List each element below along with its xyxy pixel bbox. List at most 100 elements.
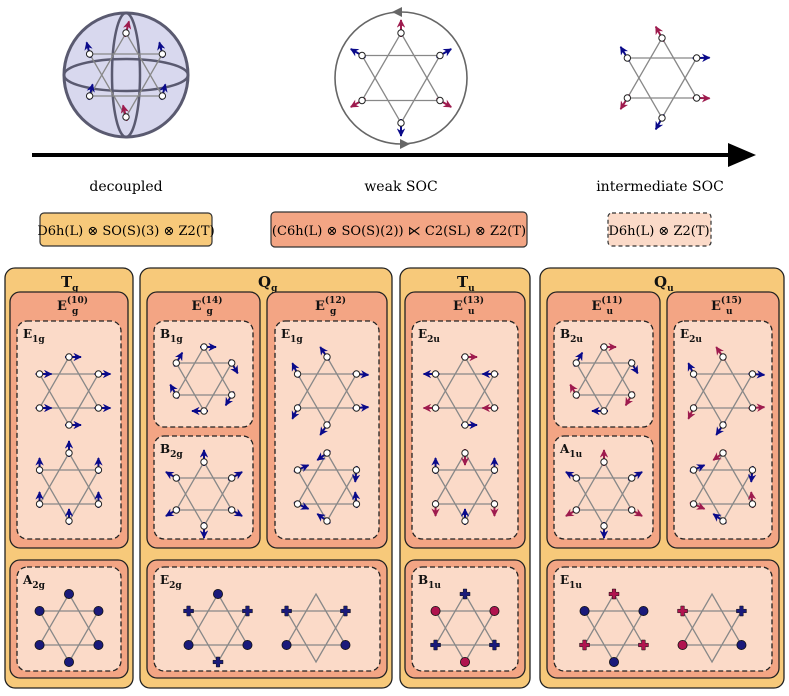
site-marker [36,405,42,411]
site-marker [201,344,207,350]
irrep-title-sub: 2u [570,335,583,345]
site-marker [601,344,607,350]
site-marker [229,475,235,481]
site-marker [66,518,72,524]
irrep-group-title-base: E [315,299,325,314]
site-marker [36,467,42,473]
site-marker [353,501,359,507]
dot-marker-icon [431,606,440,615]
irrep-title-sub: 2u [689,335,702,345]
dot-marker-icon [639,606,648,615]
site-marker [353,405,359,411]
irrep-group-title-base: E [711,299,721,314]
site-marker [123,30,129,36]
symmetry-group-intermediate-text: D6h(L) ⊗ Z2(T) [608,224,709,239]
site-marker [66,422,72,428]
stage-label-weak-soc: weak SOC [364,179,437,195]
site-marker [690,467,696,473]
irrep-title-sub: 1u [569,581,582,591]
site-marker [624,55,630,61]
symmetry-group-intermediate: D6h(L) ⊗ Z2(T) [608,213,711,246]
hexagram-lattice-icon [362,56,440,124]
dot-marker-icon [35,640,44,649]
site-marker [95,501,101,507]
irrep-title-sub: 1g [290,335,303,345]
stage-label-intermediate-soc: intermediate SOC [596,179,724,195]
site-marker [66,450,72,456]
site-marker [624,95,630,101]
site-marker [86,51,92,57]
site-marker [398,30,404,36]
site-marker [693,95,699,101]
irrep-group-title-sup: (11) [601,295,622,306]
irrep-title-base: E [23,327,32,341]
site-marker [173,360,179,366]
irrep-group-title-sub: u [468,307,475,317]
symmetry-group-decoupled: D6h(L) ⊗ SO(S)(3) ⊗ Z2(T) [37,213,214,246]
site-marker [159,93,165,99]
site-marker [324,518,330,524]
site-marker [36,371,42,377]
site-marker [437,97,443,103]
irrep-title-base: E [281,327,290,341]
dot-marker-icon [580,606,589,615]
irrep-box [554,567,772,671]
site-marker [573,507,579,513]
site-marker [462,450,468,456]
site-marker [432,467,438,473]
irrep-title-base: E [160,573,169,587]
site-marker [601,523,607,529]
site-marker [294,371,300,377]
column-title-base: Q [654,273,667,291]
site-marker [659,35,665,41]
site-marker [491,405,497,411]
dot-marker-icon [341,640,350,649]
site-marker [294,501,300,507]
irrep-group-title-sup: (10) [67,295,88,306]
site-marker [324,450,330,456]
weak-soc-lattice [351,20,451,136]
site-marker [294,405,300,411]
site-marker [159,51,165,57]
site-marker [749,371,755,377]
irrep-title-sub: 2g [170,450,183,460]
irrep-title-sub: 2g [169,581,182,591]
site-marker [229,360,235,366]
site-marker [324,422,330,428]
site-marker [324,354,330,360]
irrep-group-title-sub: g [206,307,213,317]
site-marker [601,459,607,465]
irrep-title-base: B [160,442,170,456]
irrep-group-title-sup: (15) [721,295,742,306]
site-marker [353,371,359,377]
site-marker [432,371,438,377]
irrep-group-title-sub: u [606,307,613,317]
dot-marker-icon [490,606,499,615]
site-marker [437,52,443,58]
irrep-title-sub: 1g [170,335,183,345]
intermediate-soc-lattice [621,27,710,130]
site-marker [462,422,468,428]
site-marker [690,501,696,507]
site-marker [432,405,438,411]
site-marker [173,475,179,481]
site-marker [462,354,468,360]
irrep-title-sub: 1u [569,450,582,460]
site-marker [86,93,92,99]
dot-marker-icon [609,657,618,666]
irrep-title-base: E [680,327,689,341]
irrep-group-title-base: E [453,299,463,314]
irrep-title-base: B [160,327,170,341]
dot-marker-icon [213,589,222,598]
site-marker [629,507,635,513]
dot-marker-icon [64,657,73,666]
dot-marker-icon [94,640,103,649]
site-marker [95,371,101,377]
dot-marker-icon [64,589,73,598]
dot-marker-icon [35,606,44,615]
site-marker [173,507,179,513]
dot-marker-icon [737,640,746,649]
